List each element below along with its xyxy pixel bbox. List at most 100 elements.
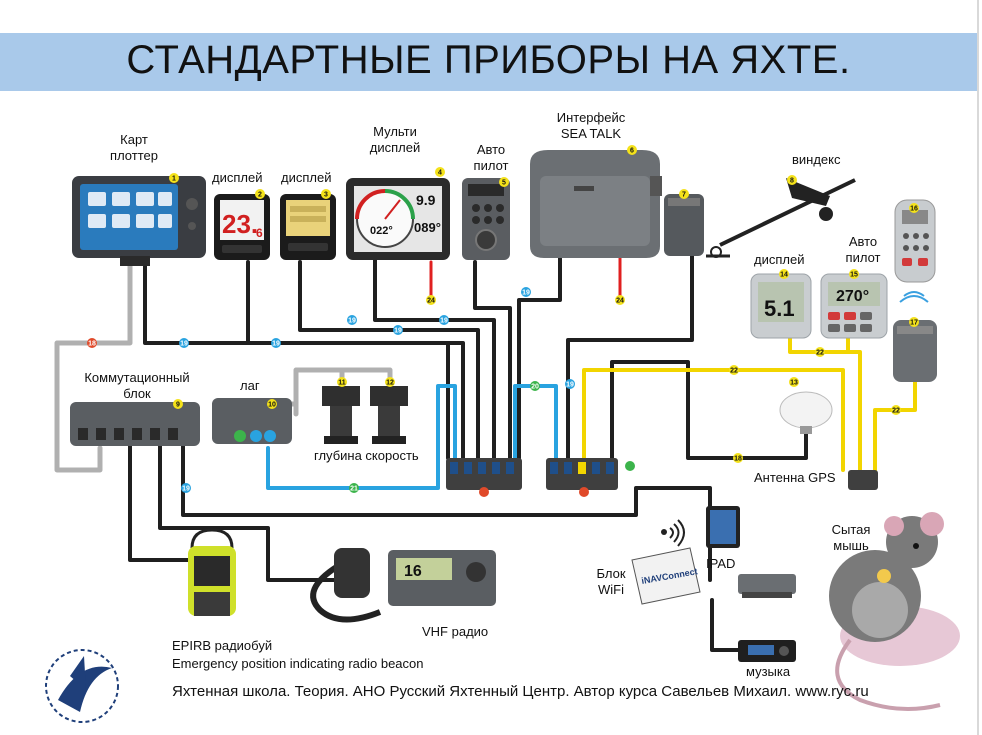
svg-text:11: 11 xyxy=(338,380,346,387)
badge-cable-10: 10 xyxy=(267,399,277,409)
badge-device-3: 3 xyxy=(321,189,331,199)
ipad-device xyxy=(706,506,740,548)
small-display-device: 5.1 xyxy=(750,273,812,339)
gps-antenna-device xyxy=(779,391,833,434)
vhf-channel-value: 16 xyxy=(404,563,422,580)
badge-cable-12: 12 xyxy=(385,377,395,387)
svg-text:17: 17 xyxy=(910,320,918,327)
badge-device-16: 16 xyxy=(909,203,919,213)
badge-cable-11: 11 xyxy=(337,377,347,387)
svg-text:5: 5 xyxy=(502,180,506,187)
autopilot-right-device: 270° xyxy=(820,273,888,339)
label-music: музыка xyxy=(746,664,791,679)
svg-text:9: 9 xyxy=(176,402,180,409)
badge-device-14: 14 xyxy=(779,269,789,279)
bus-connector-left xyxy=(446,458,522,490)
seatalk-device xyxy=(530,150,662,258)
title-bar xyxy=(0,33,977,91)
badge-cable-21: 21 xyxy=(349,483,359,493)
label-epirb: EPIRB радиобуй xyxy=(172,638,273,653)
multi-value1: 9.9 xyxy=(416,192,436,208)
svg-text:8: 8 xyxy=(790,178,794,185)
svg-text:19: 19 xyxy=(566,382,574,389)
svg-text:24: 24 xyxy=(616,298,624,305)
badge-bus-green xyxy=(625,461,635,471)
multidisplay-device: 022° 9.9 089° xyxy=(346,178,450,260)
seatalk-cable-multi xyxy=(373,258,496,460)
ryc-logo xyxy=(45,649,119,723)
badge-cable-19e: 19 xyxy=(439,315,449,325)
svg-text:14: 14 xyxy=(780,272,788,279)
label-windex: виндекс xyxy=(792,152,841,167)
svg-text:21: 21 xyxy=(350,486,358,493)
svg-text:2: 2 xyxy=(258,192,262,199)
multi-value2: 089° xyxy=(414,220,441,235)
nmea-hub-device xyxy=(738,574,796,598)
gray-cable-plotter xyxy=(54,255,133,473)
svg-text:19: 19 xyxy=(180,341,188,348)
chartplotter-device xyxy=(72,176,206,266)
log-device xyxy=(212,398,292,444)
autopilot-cable-3 xyxy=(582,368,845,472)
svg-text:22: 22 xyxy=(816,350,824,357)
svg-text:10: 10 xyxy=(268,402,276,409)
badge-cable-22a: 22 xyxy=(815,347,825,357)
svg-text:3: 3 xyxy=(324,192,328,199)
badge-cable-19b: 19 xyxy=(271,338,281,348)
badge-device-8: 8 xyxy=(787,175,797,185)
display1-decimal: 6 xyxy=(256,226,263,240)
badge-device-5: 5 xyxy=(499,177,509,187)
badge-cable-18b: 18 xyxy=(733,453,743,463)
svg-text:19: 19 xyxy=(394,328,402,335)
seatalk-cable-autopilot xyxy=(473,260,512,460)
svg-text:18: 18 xyxy=(734,456,742,463)
svg-text:16: 16 xyxy=(910,206,918,213)
badge-device-17: 17 xyxy=(909,317,919,327)
footer-text: Яхтенная школа. Теория. АНО Русский Яхте… xyxy=(172,683,869,700)
badge-device-1: 1 xyxy=(169,173,179,183)
label-epirb-full: Emergency position indicating radio beac… xyxy=(172,656,424,671)
badge-bus-left xyxy=(479,487,489,497)
svg-text:24: 24 xyxy=(427,298,435,305)
badge-cable-22c: 22 xyxy=(891,405,901,415)
svg-text:19: 19 xyxy=(348,318,356,325)
label-log: лаг xyxy=(240,378,260,393)
small-display-value: 5.1 xyxy=(764,296,795,321)
mouse-illustration xyxy=(829,512,960,711)
seatalk-cable-epirb xyxy=(128,444,190,562)
svg-text:19: 19 xyxy=(522,290,530,297)
svg-text:4: 4 xyxy=(438,170,442,177)
vhf-device: 16 xyxy=(310,548,496,623)
display1-value: 23. xyxy=(222,209,258,239)
seatalk-cable-switchbox-wifi xyxy=(181,444,712,582)
bus-connector-right xyxy=(546,458,618,490)
badge-cable-19d: 19 xyxy=(393,325,403,335)
seatalk-cable-wind xyxy=(566,254,694,460)
label-display2: дисплей xyxy=(281,170,332,185)
nmea-cable-bus xyxy=(513,384,558,460)
label-ipad: IPAD xyxy=(706,556,736,571)
device7 xyxy=(664,194,704,256)
nmea-cable-log xyxy=(266,384,457,490)
autopilot-right-value: 270° xyxy=(836,288,869,305)
svg-text:22: 22 xyxy=(892,408,900,415)
music-device xyxy=(738,640,796,662)
badge-cable-20: 20 xyxy=(530,381,540,391)
display1-device: 23. 6 xyxy=(214,194,270,260)
windex-device xyxy=(706,178,856,258)
svg-text:15: 15 xyxy=(850,272,858,279)
badge-device-13: 13 xyxy=(789,377,799,387)
svg-text:1: 1 xyxy=(172,176,176,183)
seatalk-cable-display2 xyxy=(298,260,480,460)
badge-cable-22b: 22 xyxy=(729,365,739,375)
multi-dial-value: 022° xyxy=(370,225,393,237)
seatalk-cable-gps xyxy=(610,360,808,460)
